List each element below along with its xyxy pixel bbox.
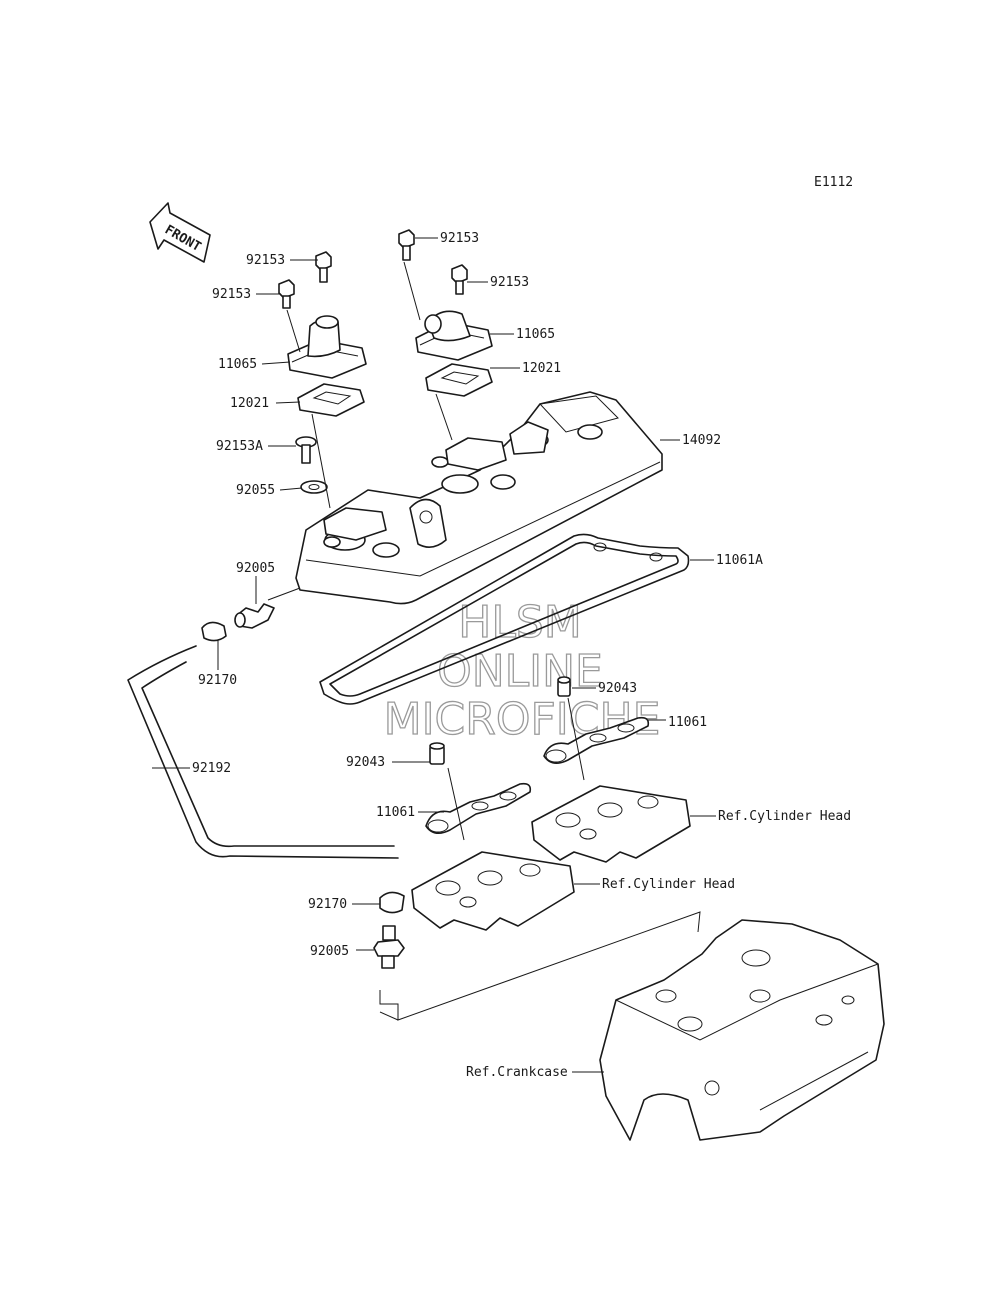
crankcase bbox=[599, 919, 885, 1141]
label-92005-bottom: 92005 bbox=[310, 944, 349, 959]
watermark-line-2: ONLINE bbox=[437, 646, 603, 697]
bolt-92153-left-upper bbox=[315, 251, 332, 283]
label-92170-top: 92170 bbox=[198, 673, 237, 688]
label-92055: 92055 bbox=[236, 483, 275, 498]
label-12021-right: 12021 bbox=[522, 361, 561, 376]
dowel-pin-92043-right bbox=[557, 676, 571, 697]
label-92153-left-upper: 92153 bbox=[246, 253, 285, 268]
label-92192: 92192 bbox=[192, 761, 231, 776]
label-11065-right: 11065 bbox=[516, 327, 555, 342]
gasket-11061-right bbox=[543, 716, 650, 764]
reference-lines bbox=[379, 911, 701, 1021]
fitting-92005-bottom bbox=[373, 925, 405, 969]
label-92153-left-lower: 92153 bbox=[212, 287, 251, 302]
front-arrow-icon: FRONT bbox=[149, 202, 211, 263]
dowel-pin-92043-left bbox=[429, 742, 445, 765]
cylinder-head-left bbox=[411, 851, 575, 931]
gasket-12021-left bbox=[297, 383, 365, 417]
breather-cover-11065-right bbox=[415, 310, 493, 361]
clamp-92170-top bbox=[201, 621, 227, 642]
label-ref-cylinder-head-left: Ref.Cylinder Head bbox=[602, 877, 735, 892]
bolt-92153-left-lower bbox=[278, 279, 295, 309]
label-92043-left: 92043 bbox=[346, 755, 385, 770]
leader-lines bbox=[152, 237, 716, 1073]
bolt-92153-right-upper bbox=[398, 229, 415, 261]
label-92170-bottom: 92170 bbox=[308, 897, 347, 912]
label-12021-left: 12021 bbox=[230, 396, 269, 411]
fitting-92005-top bbox=[234, 603, 275, 629]
bolt-92153-right-lower bbox=[451, 264, 468, 295]
label-92043-right: 92043 bbox=[598, 681, 637, 696]
watermark: HLSM ONLINE MICROFICHE bbox=[383, 596, 661, 745]
watermark-line-1: HLSM bbox=[458, 597, 582, 648]
bolt-92153A bbox=[295, 436, 317, 464]
gasket-12021-right bbox=[425, 363, 493, 397]
cylinder-head-right bbox=[531, 785, 691, 863]
clamp-92170-bottom bbox=[379, 891, 405, 914]
label-92005-top: 92005 bbox=[236, 561, 275, 576]
label-ref-crankcase: Ref.Crankcase bbox=[466, 1065, 568, 1080]
label-92153A: 92153A bbox=[216, 439, 263, 454]
washer-92055 bbox=[300, 480, 328, 494]
gasket-11061-left bbox=[425, 782, 532, 834]
label-14092: 14092 bbox=[682, 433, 721, 448]
label-11065-left: 11065 bbox=[218, 357, 257, 372]
label-ref-cylinder-head-right: Ref.Cylinder Head bbox=[718, 809, 851, 824]
label-92153-right-upper: 92153 bbox=[440, 231, 479, 246]
cylinder-head-cover-14092 bbox=[295, 391, 663, 605]
breather-cover-11065-left bbox=[287, 315, 367, 379]
label-11061A: 11061A bbox=[716, 553, 763, 568]
cover-gasket-11061A bbox=[319, 533, 690, 705]
hose-92192 bbox=[127, 645, 399, 859]
label-11061-right: 11061 bbox=[668, 715, 707, 730]
label-92153-right-lower: 92153 bbox=[490, 275, 529, 290]
part-labels: 92153 92153 92153 92153 11065 11065 1202… bbox=[192, 231, 851, 1080]
label-11061-left: 11061 bbox=[376, 805, 415, 820]
diagram-code: E1112 bbox=[814, 175, 853, 190]
